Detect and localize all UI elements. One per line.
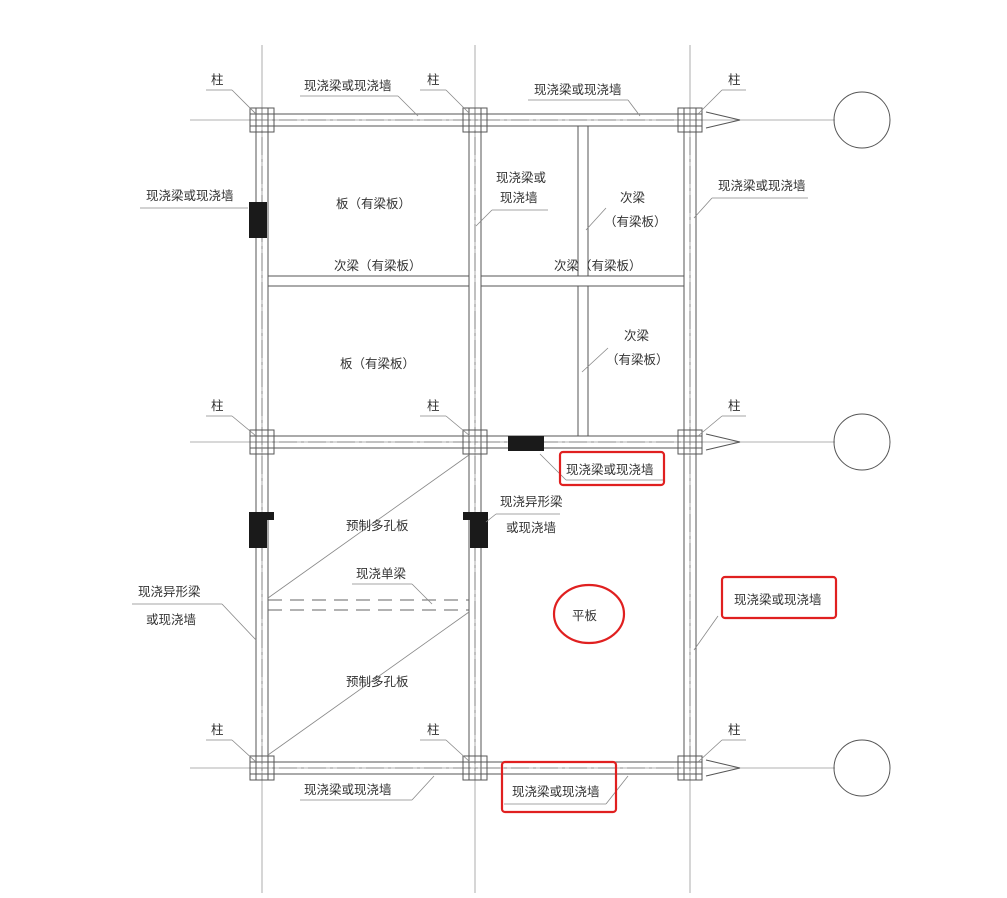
columns [249,107,703,781]
highlight-box-1 [558,450,666,487]
label-secondary-beam-2: 次梁 [624,328,650,343]
label-right-beam-top: 现浇梁或现浇墙 [718,178,806,193]
highlight-marks [500,450,838,814]
label-bottom-beam-highlight: 现浇梁或现浇墙 [512,784,600,799]
vertical-beams [255,108,697,780]
label-column-2: 柱 [427,72,440,87]
label-column-4: 柱 [211,398,224,413]
label-left-wall: 现浇梁或现浇墙 [146,188,234,203]
axis-bubble-middle [833,413,891,471]
label-slab-1: 板（有梁板） [336,196,411,211]
label-special-beam-right-l1: 现浇异形梁 [500,494,563,509]
leader-lines [132,89,808,805]
label-column-5: 柱 [427,398,440,413]
label-with-beam-slab-2: （有梁板） [606,352,669,367]
label-column-3: 柱 [728,72,741,87]
axis-bubbles [705,91,891,797]
label-precast-slab-2: 预制多孔板 [346,674,409,689]
labels: 柱 柱 柱 现浇梁或现浇墙 现浇梁或现浇墙 现浇梁或现浇墙 板（有梁板） 现浇梁… [138,72,822,799]
label-column-7: 柱 [211,722,224,737]
label-secondary-beam-1: 次梁 [620,190,646,205]
label-flat-slab: 平板 [572,608,598,623]
label-secondary-beam-slab-1: 次梁（有梁板） [334,258,422,273]
label-special-beam-right-l2: 或现浇墙 [506,520,556,535]
label-with-beam-slab-1: （有梁板） [604,214,667,229]
label-top-beam-right: 现浇梁或现浇墙 [534,82,622,97]
label-column-1: 柱 [211,72,224,87]
highlight-circle [552,583,626,645]
label-special-beam-left-l1: 现浇异形梁 [138,584,201,599]
label-bottom-beam-left: 现浇梁或现浇墙 [304,782,392,797]
axis-bubble-bottom [833,739,891,797]
axis-bubble-top [833,91,891,149]
secondary-beams [268,126,684,436]
label-mid-beam-l2: 现浇墙 [500,190,538,205]
highlight-box-2 [720,575,838,620]
precast-slab-lines [267,454,470,756]
label-special-beam-left-l2: 或现浇墙 [146,612,196,627]
label-secondary-beam-slab-2: 次梁（有梁板） [554,258,642,273]
label-mid-beam-l1: 现浇梁或 [496,170,547,185]
label-slab-2: 板（有梁板） [340,356,415,371]
label-mid-beam-highlight: 现浇梁或现浇墙 [566,462,654,477]
label-column-6: 柱 [728,398,741,413]
cast-in-place-walls [249,202,544,548]
label-top-beam-left: 现浇梁或现浇墙 [304,78,392,93]
label-single-beam: 现浇单梁 [356,566,407,581]
label-column-8: 柱 [427,722,440,737]
horizontal-beams [250,113,702,775]
label-precast-slab-1: 预制多孔板 [346,518,409,533]
label-column-9: 柱 [728,722,741,737]
highlight-box-3 [500,760,618,814]
label-right-beam-highlight: 现浇梁或现浇墙 [734,592,822,607]
